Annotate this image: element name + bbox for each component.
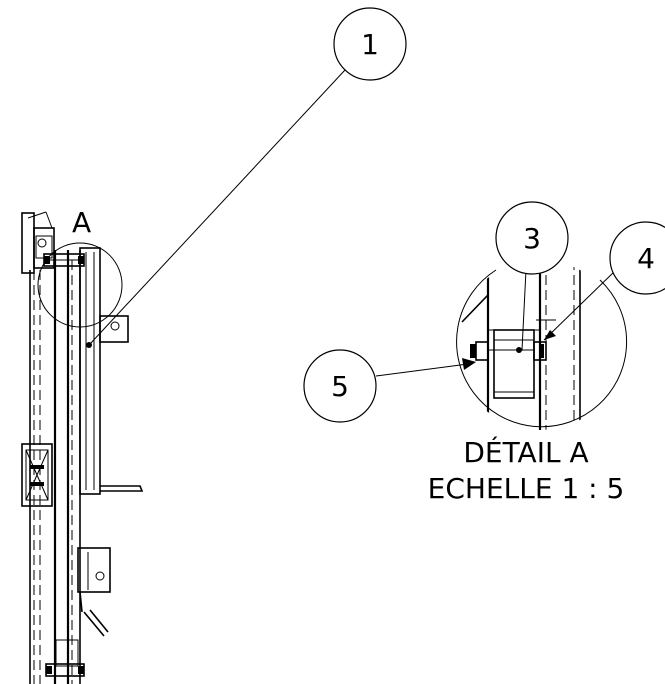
bottom-clamp — [45, 639, 85, 677]
detail-scale: ECHELLE 1 : 5 — [428, 472, 625, 505]
callout-1: 1 — [89, 7, 407, 345]
outer-rail — [29, 270, 41, 684]
callout-4-label: 4 — [637, 242, 655, 275]
angled-strut — [79, 591, 109, 637]
detail-geometry — [461, 260, 581, 430]
side-tab — [99, 315, 129, 343]
top-bracket — [21, 211, 55, 274]
detail-boundary — [456, 269, 628, 428]
middle-clamp — [21, 443, 53, 507]
main-column — [53, 250, 81, 684]
lower-arm — [100, 485, 144, 492]
callout-3-label: 3 — [523, 222, 541, 255]
callout-3: 3 — [495, 201, 569, 351]
inner-channel — [79, 247, 101, 495]
detail-title: DÉTAIL A — [463, 435, 588, 469]
top-clamp — [43, 253, 85, 267]
callout-5: 5 — [303, 349, 476, 423]
lower-bracket — [77, 547, 111, 593]
view-label-a: A — [72, 206, 91, 239]
detail-a-view — [456, 260, 628, 430]
main-view — [21, 211, 144, 684]
callout-1-label: 1 — [361, 28, 379, 61]
detail-circle-a — [37, 242, 123, 328]
callout-5-label: 5 — [331, 370, 349, 403]
callout-4: 4 — [543, 221, 665, 341]
